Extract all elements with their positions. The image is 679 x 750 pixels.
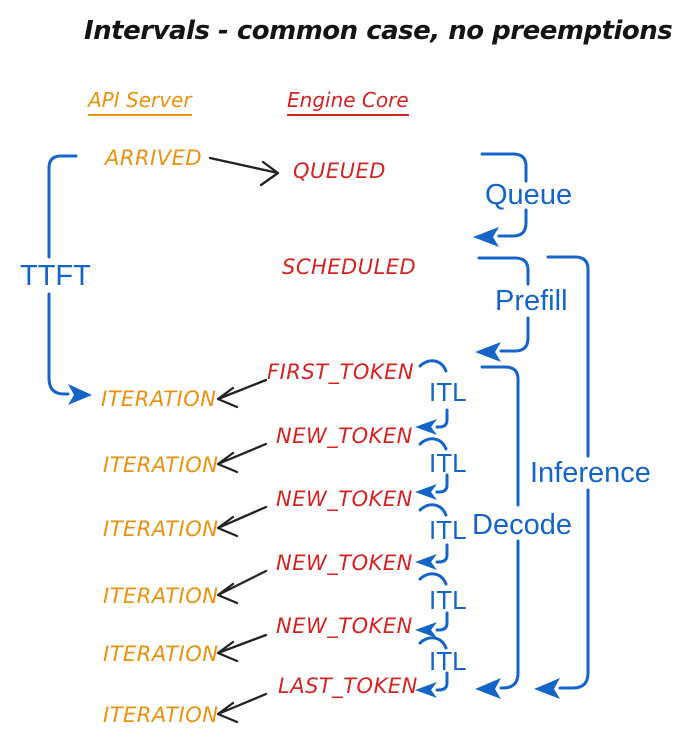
itl-5-arrowhead [415, 682, 437, 698]
itl-4-arrowhead [415, 622, 437, 638]
page-title: Intervals - common case, no preemptions [84, 16, 673, 46]
prefill-bracket-bottom [499, 316, 530, 353]
interval-brackets-group [47, 152, 590, 692]
itl-3-arrowhead [415, 554, 437, 570]
event-new-token-2: NEW_TOKEN [276, 487, 413, 511]
event-iteration-1: ITERATION [101, 387, 217, 411]
itl-label-2: ITL [429, 448, 467, 478]
prefill-label: Prefill [495, 285, 568, 317]
inference-label: Inference [530, 457, 651, 489]
ttft-bracket-bottom [47, 292, 70, 396]
arrow-new-token-3-to-iteration-4 [216, 569, 268, 605]
event-iteration-3: ITERATION [103, 517, 219, 541]
arrow-new-token-2-to-iteration-3 [216, 505, 268, 538]
event-new-token-3: NEW_TOKEN [276, 551, 413, 575]
itl-3-curl [435, 543, 449, 564]
prefill-arrowhead [475, 342, 501, 362]
event-iteration-2: ITERATION [103, 453, 219, 477]
event-iteration-6: ITERATION [103, 703, 219, 727]
decode-bracket-bottom [499, 539, 520, 690]
inference-arrowhead [534, 678, 560, 699]
queue-label: Queue [485, 179, 573, 211]
itl-1-arrowhead [415, 419, 437, 435]
decode-label: Decode [472, 509, 572, 541]
itl-label-1: ITL [429, 377, 467, 407]
event-new-token-4: NEW_TOKEN [276, 614, 413, 638]
event-scheduled: SCHEDULED [282, 255, 417, 279]
itl-2-arrowhead [415, 484, 437, 500]
event-iteration-5: ITERATION [103, 642, 219, 666]
arrow-new-token-4-to-iteration-5 [216, 633, 268, 663]
event-last-token: LAST_TOKEN [278, 674, 418, 698]
itl-1-curl [435, 408, 449, 429]
ttft-label: TTFT [20, 260, 91, 292]
api-server-header: API Server [88, 88, 192, 116]
arrow-first-token-to-iteration-1 [216, 378, 268, 409]
arrow-last-token-to-iteration-6 [216, 692, 268, 724]
itl-4-curl [435, 611, 449, 632]
decode-bracket-top [480, 365, 520, 507]
event-new-token-1: NEW_TOKEN [276, 424, 413, 448]
itl-1-hook [418, 359, 448, 373]
queue-arrowhead [473, 227, 499, 247]
itl-label-3: ITL [429, 515, 467, 545]
arrow-new-token-1-to-iteration-2 [216, 442, 268, 474]
event-iteration-4: ITERATION [103, 584, 219, 608]
prefill-bracket-top [477, 256, 530, 286]
arrow-arrived-to-queued [208, 156, 280, 187]
event-arrived: ARRIVED [105, 146, 203, 170]
event-first-token: FIRST_TOKEN [267, 360, 415, 384]
black-arrows-group [208, 156, 280, 724]
engine-core-header: Engine Core [287, 88, 409, 116]
event-queued: QUEUED [293, 159, 386, 183]
itl-label-4: ITL [429, 585, 467, 615]
itl-4-hook [418, 572, 448, 586]
queue-bracket-top [480, 152, 528, 183]
itl-3-hook [418, 503, 448, 517]
queue-bracket-bottom [497, 208, 528, 238]
decode-arrowhead [475, 678, 501, 699]
ttft-arrowhead [68, 384, 92, 405]
ttft-bracket-top [47, 154, 78, 259]
itl-label-5: ITL [429, 646, 467, 676]
